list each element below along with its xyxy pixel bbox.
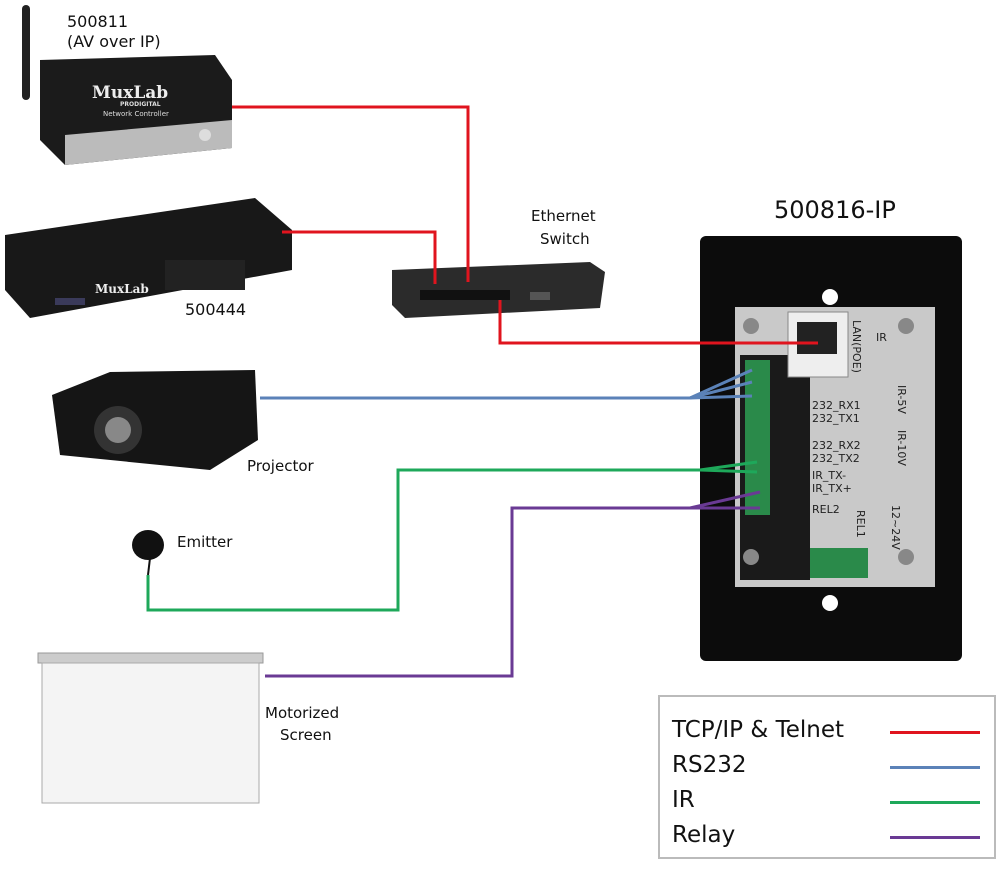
wire-tcpip-controller	[232, 105, 470, 282]
wallplate-device: 232_RX1 232_TX1 232_RX2 232_TX2 IR_TX- I…	[700, 236, 962, 661]
label-232-rx1: 232_RX1	[812, 399, 861, 412]
emitter-device	[132, 530, 164, 576]
label-rel2: REL2	[812, 503, 840, 516]
label-232-tx2: 232_TX2	[812, 452, 860, 465]
label-ir-tx-minus: IR_TX-	[812, 469, 846, 482]
label-ir-10v: IR-10V	[895, 430, 908, 466]
legend-swatch-relay	[890, 836, 980, 839]
screen-label-2: Screen	[280, 726, 332, 744]
label-rel1: REL1	[854, 510, 867, 538]
label-232-tx1: 232_TX1	[812, 412, 860, 425]
wire-relay	[265, 490, 761, 678]
legend-swatch-ir	[890, 801, 980, 804]
projector-device	[52, 370, 258, 470]
switch-label-2: Switch	[540, 230, 590, 248]
matrix-device: MuxLab	[5, 198, 292, 318]
controller-note-label: (AV over IP)	[67, 32, 161, 51]
ethernet-switch-device	[392, 262, 605, 318]
label-12-24v: 12~24V	[889, 505, 902, 550]
matrix-model-label: 500444	[185, 300, 247, 319]
wire-ir-b	[699, 468, 758, 474]
label-ir: IR	[876, 331, 887, 344]
legend-label-relay: Relay	[672, 822, 736, 848]
switch-label-1: Ethernet	[531, 207, 596, 225]
wire-ir	[146, 460, 758, 612]
label-232-rx2: 232_RX2	[812, 439, 861, 452]
legend-label-tcpip: TCP/IP & Telnet	[672, 717, 845, 743]
wire-rs232	[260, 368, 753, 400]
label-ir-tx-plus: IR_TX+	[812, 482, 852, 495]
legend: TCP/IP & Telnet RS232 IR Relay	[658, 695, 996, 859]
wire-tcpip-matrix	[282, 230, 437, 284]
legend-swatch-rs232	[890, 766, 980, 769]
label-ir-5v: IR-5V	[895, 385, 908, 414]
legend-label-rs232: RS232	[672, 752, 747, 778]
wallplate-model-label: 500816-IP	[774, 196, 896, 224]
controller-sub-logo: PRODIGITAL	[120, 101, 161, 108]
label-lan-poe: LAN(POE)	[850, 320, 863, 373]
controller-caption: Network Controller	[103, 110, 169, 118]
controller-device: MuxLab PRODIGITAL Network Controller	[22, 5, 232, 165]
motorized-screen-device	[37, 652, 264, 804]
controller-brand-logo: MuxLab	[92, 83, 168, 103]
screen-label-1: Motorized	[265, 704, 340, 722]
wire-rs232-c	[689, 394, 753, 400]
emitter-label: Emitter	[177, 533, 233, 551]
wire-rs232-b	[689, 380, 753, 400]
controller-model-label: 500811	[67, 12, 129, 31]
legend-label-ir: IR	[672, 787, 695, 813]
wire-tcpip-wallplate	[498, 300, 818, 345]
matrix-brand-logo: MuxLab	[95, 282, 149, 296]
projector-label: Projector	[247, 457, 314, 475]
legend-swatch-tcpip	[890, 731, 980, 734]
